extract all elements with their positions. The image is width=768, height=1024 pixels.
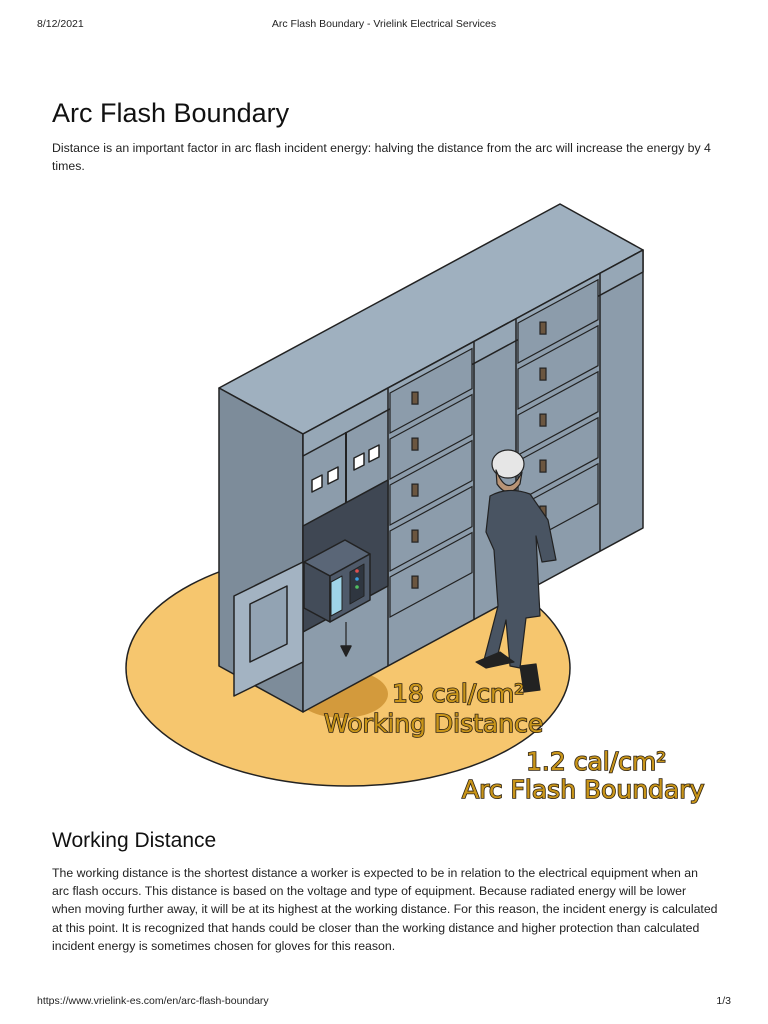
drawer-panels: [389, 278, 599, 619]
drawer-panel: [517, 324, 599, 411]
drawer-handle: [411, 575, 419, 589]
footer-url: https://www.vrielink-es.com/en/arc-flash…: [37, 995, 269, 1007]
page-number: 1/3: [716, 995, 731, 1007]
hard-hat: [491, 449, 525, 479]
drawer-handle: [411, 483, 419, 497]
drawer-panel: [517, 416, 599, 503]
arc-flash-boundary-label: Arc Flash Boundary: [462, 775, 705, 804]
drawer-panel: [389, 439, 473, 527]
drawer-panel: [389, 347, 473, 435]
arc-flash-illustration: 18 cal/cm² Working Distance 1.2 cal/cm² …: [125, 203, 705, 805]
worker-face: [495, 469, 523, 493]
drawer-panel: [389, 531, 473, 619]
drawer-handle: [411, 391, 419, 405]
boundary-energy-label: 1.2 cal/cm²: [526, 747, 666, 776]
page-title: Arc Flash Boundary: [52, 98, 290, 128]
drawer-handle: [411, 529, 419, 543]
working-distance-label: Working Distance: [324, 709, 543, 738]
working-distance-paragraph: The working distance is the shortest dis…: [52, 866, 718, 953]
drawer-panel: [389, 485, 473, 573]
drawer-handle: [539, 459, 547, 473]
drawer-handle: [539, 321, 547, 335]
working-energy-label: 18 cal/cm²: [392, 679, 524, 708]
drawer-panel: [517, 278, 599, 365]
drawer-panel: [517, 370, 599, 457]
print-date: 8/12/2021: [37, 18, 84, 30]
print-header-title: Arc Flash Boundary - Vrielink Electrical…: [271, 18, 497, 30]
intro-paragraph: Distance is an important factor in arc f…: [52, 141, 711, 174]
drawer-handle: [539, 367, 547, 381]
drawer-handle: [411, 437, 419, 451]
worker-figure: [475, 449, 557, 693]
drawer-panel: [389, 393, 473, 481]
drawer-handle: [539, 413, 547, 427]
section-heading: Working Distance: [52, 829, 217, 852]
